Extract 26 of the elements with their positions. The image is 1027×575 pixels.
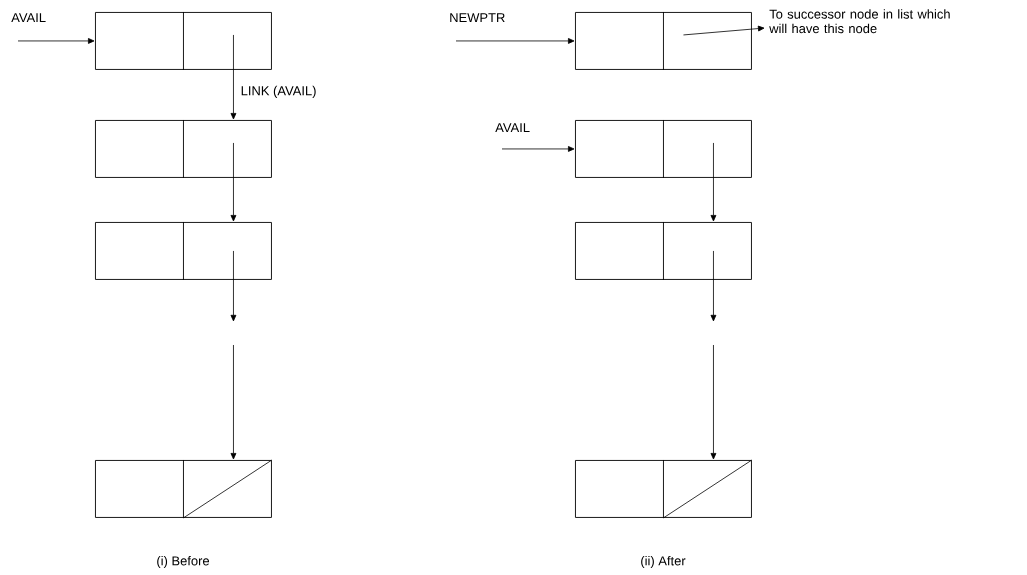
arrow xyxy=(230,142,237,222)
list-node-box xyxy=(95,459,273,519)
arrow xyxy=(230,250,237,322)
node-label: To successor node in list which will have this node xyxy=(769,9,950,34)
arrow xyxy=(230,344,237,460)
list-node-box xyxy=(575,11,752,71)
caption: (i) Before xyxy=(157,555,210,569)
arrow xyxy=(455,38,575,44)
arrow xyxy=(501,146,575,152)
arrow xyxy=(710,250,717,322)
caption: (ii) After xyxy=(641,555,686,569)
arrow xyxy=(710,142,717,222)
list-node-box xyxy=(575,119,752,179)
list-node-box xyxy=(575,221,752,281)
arrow xyxy=(230,34,237,120)
node-label: AVAIL xyxy=(495,123,530,133)
list-node-box xyxy=(95,11,272,71)
arrow xyxy=(710,344,717,460)
node-label: AVAIL xyxy=(11,13,46,23)
arrow xyxy=(683,25,765,36)
edge-label: LINK (AVAIL) xyxy=(239,84,318,99)
list-node-box xyxy=(95,221,272,281)
list-node-box xyxy=(575,459,753,519)
list-node-box xyxy=(95,119,272,179)
node-label: NEWPTR xyxy=(450,13,505,23)
arrow xyxy=(17,38,95,44)
